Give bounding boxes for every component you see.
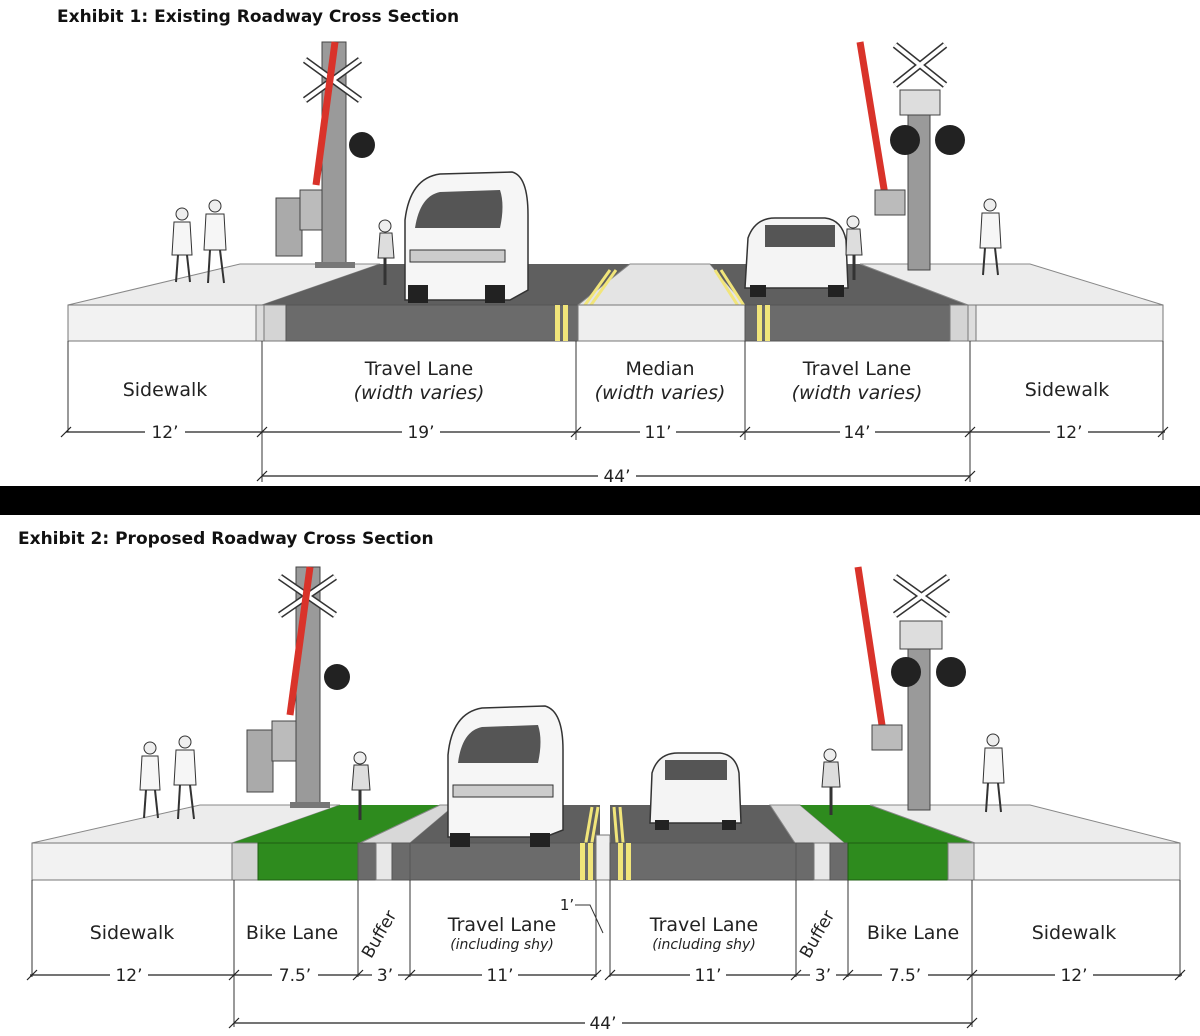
- segment-label: Bike Lane: [246, 922, 338, 944]
- segment-sublabel: (including shy): [450, 937, 554, 953]
- segment-label: Travel Lane: [802, 358, 911, 380]
- segment-sublabel: (width varies): [792, 382, 923, 404]
- segment-sublabel: (width varies): [595, 382, 726, 404]
- roadway-section-face: [67, 304, 1164, 342]
- label-grid: [67, 341, 1164, 482]
- dimension-label: 7.5’: [279, 966, 311, 986]
- railroad-crossing-signal-icon: [856, 41, 965, 271]
- car-icon: [744, 217, 849, 297]
- dimension-label: 12’: [1060, 966, 1087, 986]
- cyclist-icon: [821, 748, 841, 815]
- railroad-crossing-signal-icon: [854, 566, 966, 811]
- exhibit-2-drawing: Sidewalk Bike Lane Buffer Travel Lane (i…: [26, 566, 1186, 1034]
- segment-sublabel: (width varies): [354, 382, 485, 404]
- pedestrian-icon: [139, 741, 161, 819]
- roadway-section-face: [31, 834, 1181, 881]
- dimension-lines: [60, 426, 1169, 482]
- exhibit-1-existing-section: Exhibit 1: Existing Roadway Cross Sectio…: [0, 0, 1200, 486]
- dimension-label: 12’: [151, 423, 178, 443]
- pedestrian-icon: [173, 735, 197, 820]
- van-icon: [447, 705, 564, 847]
- railroad-crossing-signal-icon: [275, 41, 375, 268]
- cyclist-icon: [351, 751, 371, 820]
- exhibit-divider: [0, 486, 1200, 515]
- segment-label: Travel Lane: [447, 914, 556, 936]
- exhibit-1-title: Exhibit 1: Existing Roadway Cross Sectio…: [57, 7, 460, 27]
- dimension-label: 11’: [644, 423, 671, 443]
- exhibit-2-proposed-section: Exhibit 2: Proposed Roadway Cross Sectio…: [0, 515, 1200, 1036]
- segment-label: Sidewalk: [123, 379, 208, 401]
- pedestrian-icon: [982, 733, 1005, 813]
- pedestrian-icon: [203, 199, 227, 284]
- segment-label: Travel Lane: [364, 358, 473, 380]
- exhibit-2-title: Exhibit 2: Proposed Roadway Cross Sectio…: [18, 529, 434, 549]
- pedestrian-icon: [171, 207, 193, 283]
- dimension-label: 11’: [694, 966, 721, 986]
- segment-label: Median: [625, 358, 694, 380]
- pedestrian-icon: [979, 198, 1002, 276]
- dimension-label: 12’: [1055, 423, 1082, 443]
- dimension-label: 3’: [377, 966, 393, 986]
- segment-sublabel: (including shy): [652, 937, 756, 953]
- segment-label: Travel Lane: [649, 914, 758, 936]
- railroad-crossing-signal-icon: [246, 566, 350, 808]
- dimension-lines: [26, 969, 1186, 1029]
- segment-label: Sidewalk: [90, 922, 175, 944]
- segment-label: Buffer: [358, 907, 401, 962]
- exhibit-1-drawing: Sidewalk Travel Lane (width varies) Medi…: [60, 41, 1169, 486]
- label-grid: [31, 880, 1181, 1027]
- dimension-label: 7.5’: [889, 966, 921, 986]
- dimension-label: 3’: [815, 966, 831, 986]
- segment-label: Buffer: [796, 907, 839, 962]
- cyclist-icon: [377, 219, 395, 285]
- dimension-label: 12’: [115, 966, 142, 986]
- car-icon: [649, 752, 742, 830]
- dimension-label: 11’: [486, 966, 513, 986]
- segment-label: Sidewalk: [1025, 379, 1110, 401]
- total-dimension-label: 44’: [603, 467, 630, 486]
- dimension-label: 19’: [407, 423, 434, 443]
- segment-label: Sidewalk: [1032, 922, 1117, 944]
- dimension-label: 14’: [843, 423, 870, 443]
- shy-callout-label: 1’: [560, 896, 574, 914]
- van-icon: [404, 171, 529, 303]
- total-dimension-label: 44’: [589, 1014, 616, 1034]
- cyclist-icon: [845, 215, 863, 280]
- segment-label: Bike Lane: [867, 922, 959, 944]
